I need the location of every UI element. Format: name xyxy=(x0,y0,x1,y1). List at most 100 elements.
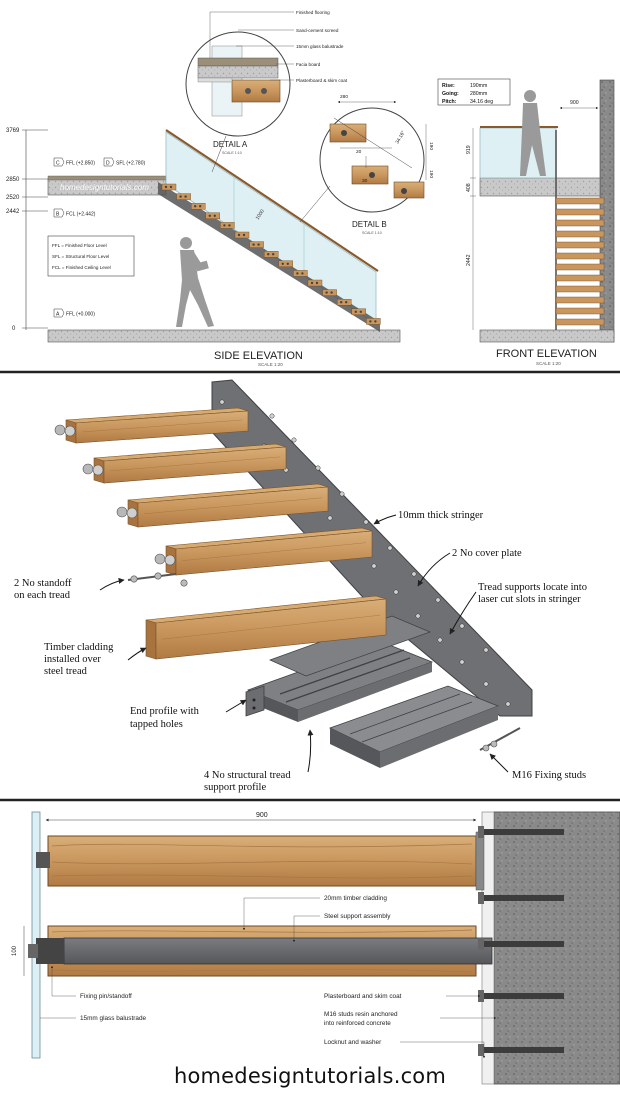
pitch-value: 34.16 deg xyxy=(470,99,493,105)
callout-cover-plate: 2 No cover plate xyxy=(452,548,522,559)
side-tread-bolt xyxy=(310,281,314,285)
stringer-bolt xyxy=(219,399,225,405)
section-dim-900: 900 xyxy=(256,812,268,819)
callout-stringer: 10mm thick stringer xyxy=(398,510,484,521)
side-tread-bolt xyxy=(325,291,328,294)
callout-m16-studs: M16 Fixing studs xyxy=(512,770,586,781)
timber-tread xyxy=(54,407,249,444)
watermark-side: homedesigntutorials.com xyxy=(60,183,149,192)
front-tread xyxy=(555,252,605,260)
panel-exploded-view: 10mm thick stringer 2 No cover plate Tre… xyxy=(14,379,587,793)
level-0: 0 xyxy=(12,326,16,332)
timber-tread xyxy=(154,527,373,576)
side-tread xyxy=(161,183,177,191)
section-tread-bottom xyxy=(47,925,493,977)
front-dim-408: 408 xyxy=(466,183,472,192)
front-tread xyxy=(555,208,605,216)
detail-b-dim-280: 280 xyxy=(340,94,348,100)
front-tread xyxy=(555,241,605,249)
callout-standoff-1: 2 No standoff xyxy=(14,578,72,589)
front-tread xyxy=(555,285,605,293)
section-tread-top xyxy=(47,835,477,887)
tag-d-text: SFL (+2.780) xyxy=(116,161,145,167)
stud xyxy=(484,895,564,901)
detail-a-title: DETAIL A xyxy=(213,140,248,149)
callout-timber-1: Timber cladding xyxy=(44,642,114,653)
standoff-cap xyxy=(154,553,166,565)
side-tread-bolt xyxy=(340,301,343,304)
front-tread xyxy=(555,197,605,205)
tag-c-letter: C xyxy=(56,161,60,167)
side-tread xyxy=(249,241,264,248)
locknut xyxy=(478,938,484,950)
front-treads xyxy=(555,197,605,326)
timber-grain xyxy=(181,542,367,561)
side-tread-bolt xyxy=(213,214,216,217)
side-tread xyxy=(190,202,206,210)
standoff-cap xyxy=(164,554,176,566)
callout-tread-supports-2: laser cut slots in stringer xyxy=(478,594,581,605)
level-legend: FFL = Finished Floor Level SFL = Structu… xyxy=(47,235,135,277)
stringer-bolt xyxy=(459,659,465,665)
callout-end-profile-2: tapped holes xyxy=(130,719,183,730)
side-tread-bolt xyxy=(228,224,231,227)
side-tread xyxy=(307,279,323,287)
timber-tread-end xyxy=(145,619,157,660)
stud xyxy=(484,941,564,947)
level-2442: 2442 xyxy=(6,209,20,215)
section-studs xyxy=(478,826,564,1056)
callout-timber-3: steel tread xyxy=(44,666,88,677)
note-plasterboard: Plasterboard & skim coat xyxy=(296,78,348,83)
side-handrail xyxy=(165,129,379,272)
side-tread xyxy=(220,222,235,229)
locknut xyxy=(478,892,484,904)
locknut xyxy=(478,1044,484,1056)
side-treads xyxy=(161,183,381,325)
callout-leaders xyxy=(99,514,509,773)
stud xyxy=(484,829,564,835)
legend-sfl: SFL = Structural Floor Level xyxy=(52,254,109,259)
stringer-bolt xyxy=(327,515,333,521)
stringer-bolt xyxy=(269,413,275,419)
side-tread xyxy=(176,193,191,200)
end-profile xyxy=(245,685,265,717)
concrete-wall xyxy=(493,811,620,1085)
tag-b-letter: B xyxy=(56,212,60,218)
side-tread-bolt xyxy=(301,272,304,275)
side-tread xyxy=(278,260,293,267)
side-tread xyxy=(234,231,250,239)
going-value: 280mm xyxy=(470,91,487,97)
timber-grain xyxy=(81,419,243,433)
front-tread xyxy=(555,296,605,304)
front-elevation-scale: SCALE 1:20 xyxy=(536,361,561,366)
label-m16-studs-1: M16 studs resin anchored xyxy=(324,1011,398,1018)
side-ground-slab xyxy=(47,329,401,343)
locknut xyxy=(478,826,484,838)
front-dim-919: 919 xyxy=(466,145,472,154)
legend-fcl: FCL = Finished Ceiling Level xyxy=(52,265,111,270)
callout-timber-2: installed over xyxy=(44,654,101,665)
callout-standoff-2: on each tread xyxy=(14,590,71,601)
side-tread-bolt xyxy=(267,253,270,256)
front-dim-900: 900 xyxy=(570,100,579,106)
stringer-bolt xyxy=(437,637,443,643)
callout-tread-supports-1: Tread supports locate into xyxy=(478,582,587,593)
detail-b-title: DETAIL B xyxy=(352,220,387,229)
level-tags: C FFL (+2.850) D SFL (+2.780) B FCL (+2.… xyxy=(53,157,145,318)
callout-support-profile-1: 4 No structural tread xyxy=(204,770,291,781)
timber-tread-face xyxy=(155,598,387,660)
standoff-cap xyxy=(82,463,94,475)
side-tread-bolt xyxy=(208,214,211,217)
side-tread-bolt xyxy=(315,281,319,285)
timber-tread-face xyxy=(137,486,329,528)
timber-grain xyxy=(161,614,381,640)
side-tread-bolt xyxy=(369,320,372,323)
stringer-bolt xyxy=(291,437,297,443)
side-tread-bolt xyxy=(164,185,168,189)
label-locknut: Locknut and washer xyxy=(324,1039,382,1046)
timber-tread-face xyxy=(175,530,373,576)
timber-tread xyxy=(82,443,287,484)
note-facia-board: Facia board xyxy=(296,62,321,67)
side-tread-bolt xyxy=(237,233,241,237)
